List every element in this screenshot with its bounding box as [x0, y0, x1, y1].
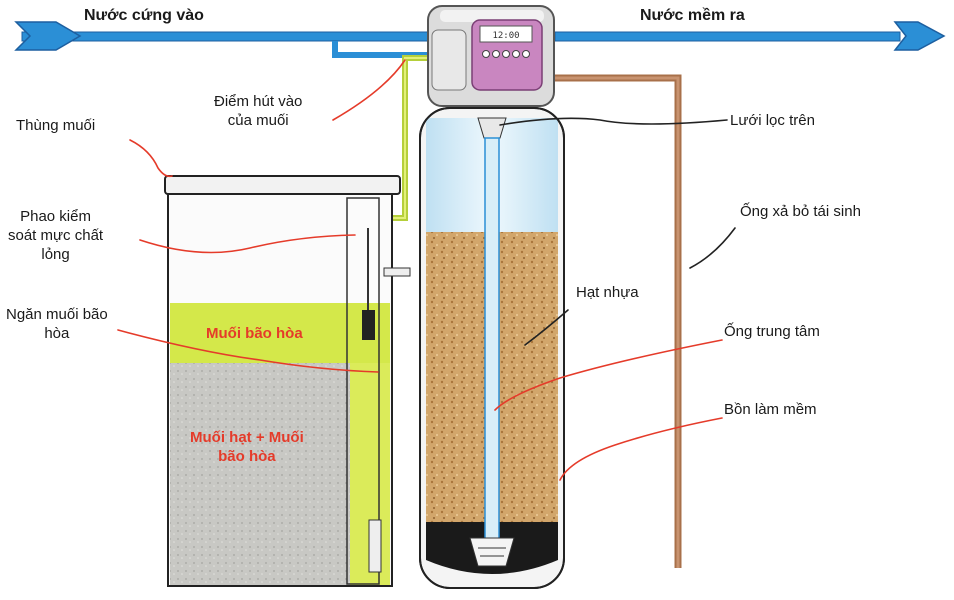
float-icon [362, 310, 375, 340]
inlet-arrow-icon [14, 21, 82, 51]
hard-water-in-label: Nước cứng vào [84, 7, 204, 24]
top-screen-label: Lưới lọc trên [730, 112, 815, 129]
air-check [368, 519, 382, 573]
salt-tank-lid [164, 175, 401, 195]
outlet-arrow-icon [893, 21, 946, 51]
top-screen [477, 117, 507, 139]
control-valve: 12:00 [427, 5, 555, 107]
bottom-distributor [469, 537, 515, 567]
brine-chamber-label: Ngăn muối bão hòa [6, 306, 108, 342]
center-tube-label: Ống trung tâm [724, 323, 820, 340]
pointer-lines [117, 59, 736, 481]
soft-water-outlet-pipe [554, 21, 946, 51]
drain-line-label: Ống xả bỏ tái sinh [740, 203, 861, 220]
salt-tank [164, 175, 411, 587]
salt-layer [170, 363, 350, 585]
brine-suction-label: Điểm hút vào của muối [214, 93, 303, 129]
softener-tank [419, 107, 565, 589]
hard-water-inlet-pipe [14, 21, 432, 58]
resin-label: Hạt nhựa [576, 284, 639, 301]
softener-tank-label: Bồn làm mềm [724, 401, 817, 418]
soft-water-out-label: Nước mềm ra [640, 7, 745, 24]
svg-text:12:00: 12:00 [492, 31, 519, 41]
drain-line [552, 74, 682, 568]
saturated-brine-label: Muối bão hòa [206, 325, 303, 342]
center-tube [484, 137, 500, 541]
salt-tank-label: Thùng muối [16, 117, 96, 134]
brine-well [346, 197, 380, 585]
granular-salt-label: Muối hạt + Muối bão hòa [190, 429, 304, 465]
brine-layer [170, 303, 390, 363]
controller-display [479, 25, 533, 43]
controller-buttons [482, 50, 530, 58]
float-label: Phao kiểm soát mực chất lỏng [8, 208, 104, 263]
